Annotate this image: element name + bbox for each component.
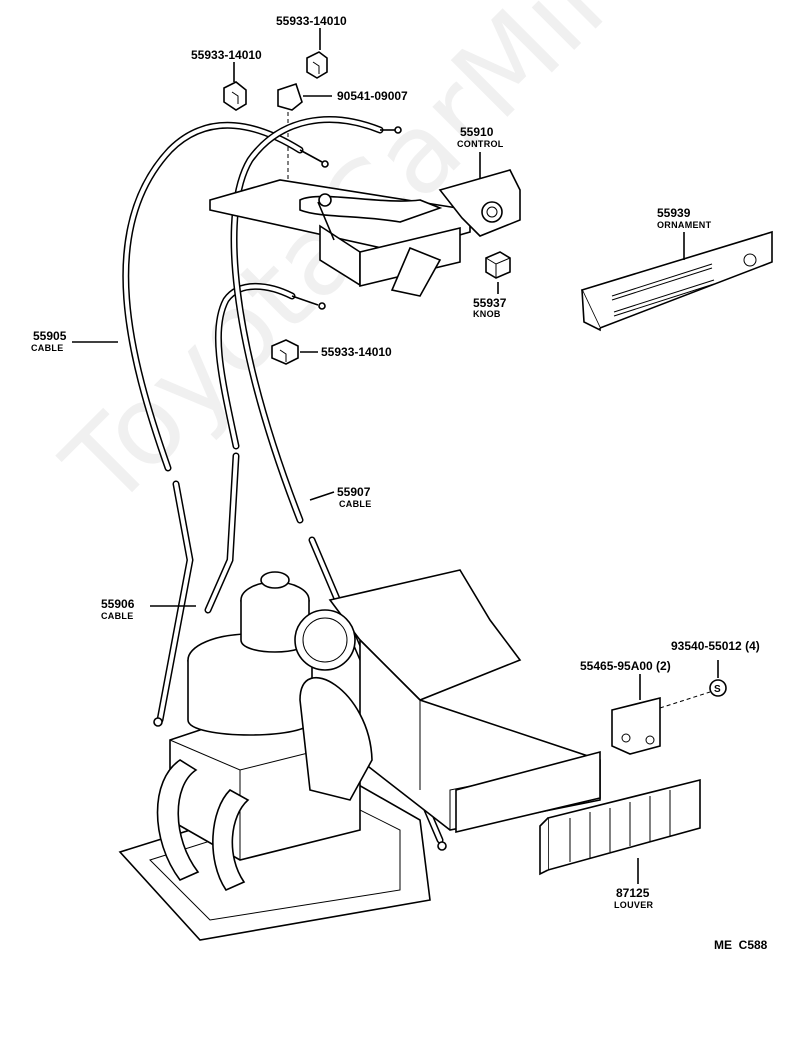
- knob-icon: [485, 251, 511, 294]
- part-number-55933-mid: 55933-14010: [321, 345, 392, 359]
- part-name-control: CONTROL: [457, 139, 504, 149]
- part-number-55937: 55937: [473, 296, 507, 310]
- clamp-mid-icon: [271, 339, 318, 365]
- cap-nut-icon: [277, 82, 332, 196]
- part-number-90541: 90541-09007: [337, 89, 408, 103]
- part-number-55905: 55905: [33, 329, 67, 343]
- part-name-knob: KNOB: [473, 309, 501, 319]
- part-number-55906: 55906: [101, 597, 135, 611]
- part-name-ornament: ORNAMENT: [657, 220, 712, 230]
- part-number-55910: 55910: [460, 125, 494, 139]
- part-name-cable-55907: CABLE: [339, 499, 372, 509]
- part-number-55933-left: 55933-14010: [191, 48, 262, 62]
- bracket-icon: [611, 674, 711, 755]
- leader-lines: [72, 152, 481, 607]
- cable-55907: [204, 282, 326, 614]
- part-number-93540: 93540-55012 (4): [671, 639, 760, 653]
- part-number-55465: 55465-95A00 (2): [580, 659, 671, 673]
- part-number-55907: 55907: [337, 485, 371, 499]
- ornament-panel: [580, 230, 773, 332]
- screw-icon: S: [709, 660, 727, 697]
- part-number-87125: 87125: [616, 886, 650, 900]
- clamp-left-icon: [223, 62, 247, 111]
- diagram-reference-code: ME C588: [714, 938, 768, 952]
- part-number-55939: 55939: [657, 206, 691, 220]
- svg-text:S: S: [714, 684, 721, 695]
- cable-55905: [122, 121, 329, 727]
- part-name-louver: LOUVER: [614, 900, 654, 910]
- part-name-cable-55906: CABLE: [101, 611, 134, 621]
- clamp-top-icon: [306, 28, 328, 79]
- louver-icon: [539, 778, 701, 884]
- part-name-cable-55905: CABLE: [31, 343, 64, 353]
- heater-control-unit: [209, 169, 521, 297]
- part-number-55933-top: 55933-14010: [276, 14, 347, 28]
- heater-unit: [118, 569, 601, 941]
